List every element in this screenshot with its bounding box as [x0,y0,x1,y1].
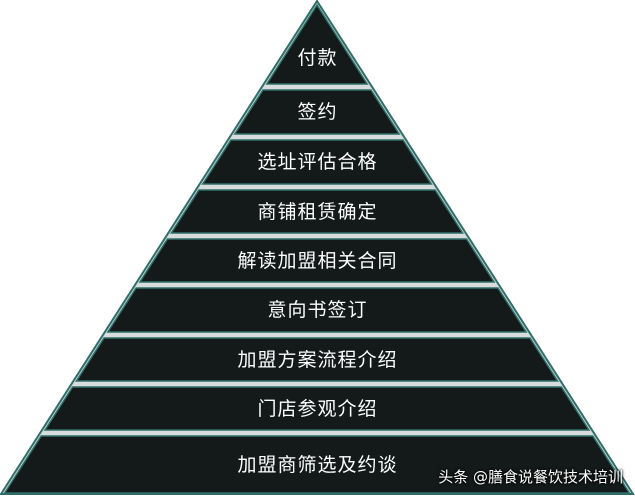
tier-label-2: 签约 [297,101,338,123]
tier-label-9: 加盟商筛选及约谈 [237,453,398,476]
pyramid-tier-8 [43,386,591,431]
tier-label-1: 付款 [297,47,338,69]
pyramid-tier-7 [75,337,559,382]
pyramid-tier-4 [169,189,465,234]
pyramid-tier-3 [201,139,433,185]
tier-label-8: 门店参观介绍 [257,397,378,420]
pyramid-tier-9 [3,435,631,494]
pyramid-tier-1 [265,3,369,85]
tier-label-5: 解读加盟相关合同 [237,249,398,272]
tier-label-6: 意向书签订 [267,299,368,321]
tier-label-3: 选址评估合格 [257,151,378,173]
watermark: 头条 @膳食说餐饮技术培训 [438,468,623,486]
tier-label-4: 商铺租赁确定 [257,200,378,223]
pyramid-tier-5 [138,238,496,283]
pyramid-tier-6 [106,287,528,333]
pyramid-tier-2 [233,89,401,135]
tier-label-7: 加盟方案流程介绍 [237,348,398,371]
